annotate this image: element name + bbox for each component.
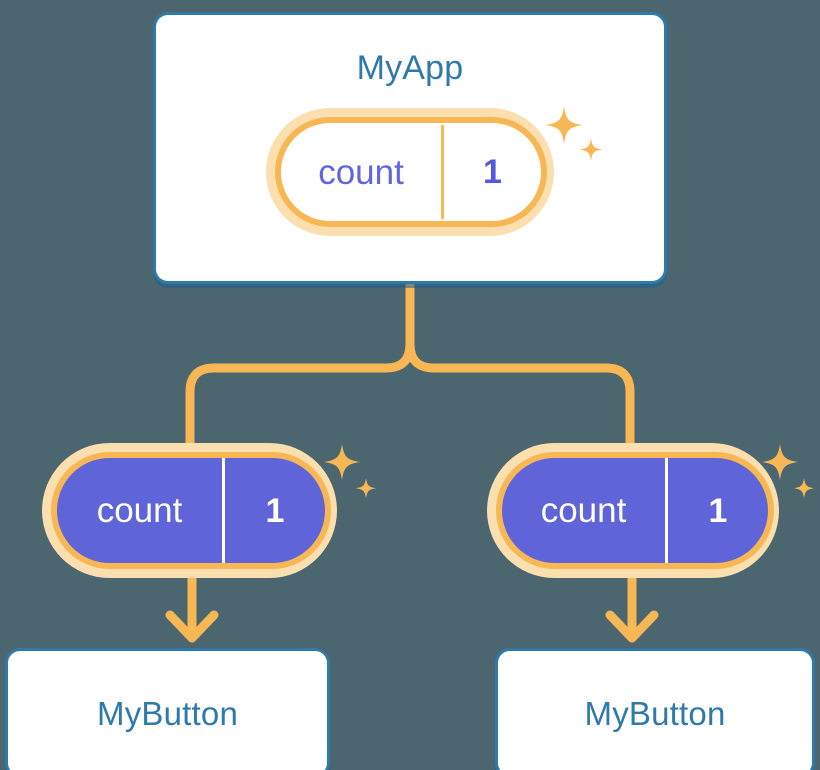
connector-branch-left: [185, 279, 415, 457]
component-card-myapp[interactable]: MyApp: [153, 12, 667, 284]
signal-key-label: count: [96, 491, 183, 530]
sparkle-group-mybutton-left: [324, 444, 377, 499]
component-title-myapp: MyApp: [356, 49, 464, 87]
sparkle-icon-small: [579, 138, 603, 161]
signal-divider: [441, 125, 444, 219]
signal-pill-body: count 1: [281, 123, 541, 221]
sparkle-icon-small: [793, 478, 815, 499]
sparkle-icon-small: [355, 478, 377, 499]
signal-pill-ring: count 1: [51, 452, 331, 569]
signal-pill-mybutton-right[interactable]: count 1: [487, 443, 779, 578]
signal-pill-body: count 1: [502, 458, 768, 563]
signal-pill-mybutton-left[interactable]: count 1: [42, 443, 337, 578]
component-card-mybutton-left[interactable]: MyButton: [5, 648, 330, 770]
down-arrow-head: [165, 610, 219, 643]
signal-pill-ring: count 1: [275, 117, 547, 227]
component-title-mybutton: MyButton: [584, 694, 726, 732]
signal-pill-body: count 1: [57, 458, 325, 563]
connector-branch-right: [405, 279, 635, 457]
signal-value-label: 1: [265, 491, 285, 530]
signal-value-label: 1: [483, 153, 502, 191]
component-title-mybutton: MyButton: [97, 694, 238, 732]
sparkle-icon: [762, 444, 798, 480]
signal-pill-myapp[interactable]: count 1: [266, 108, 554, 236]
signal-key-label: count: [318, 152, 404, 192]
sparkle-icon: [545, 106, 583, 144]
sparkle-icon: [324, 444, 360, 480]
signal-key-label: count: [540, 491, 627, 530]
signal-divider: [222, 458, 225, 563]
signal-divider: [665, 458, 668, 563]
sparkle-group-myapp: [545, 106, 603, 161]
arrow-left-group: [165, 573, 219, 643]
signal-value-label: 1: [708, 491, 728, 530]
down-arrow-head: [605, 610, 659, 643]
component-card-mybutton-right[interactable]: MyButton: [495, 648, 815, 770]
signal-pill-ring: count 1: [496, 452, 774, 569]
sparkle-group-mybutton-right: [762, 444, 815, 499]
arrow-right-group: [605, 573, 659, 643]
